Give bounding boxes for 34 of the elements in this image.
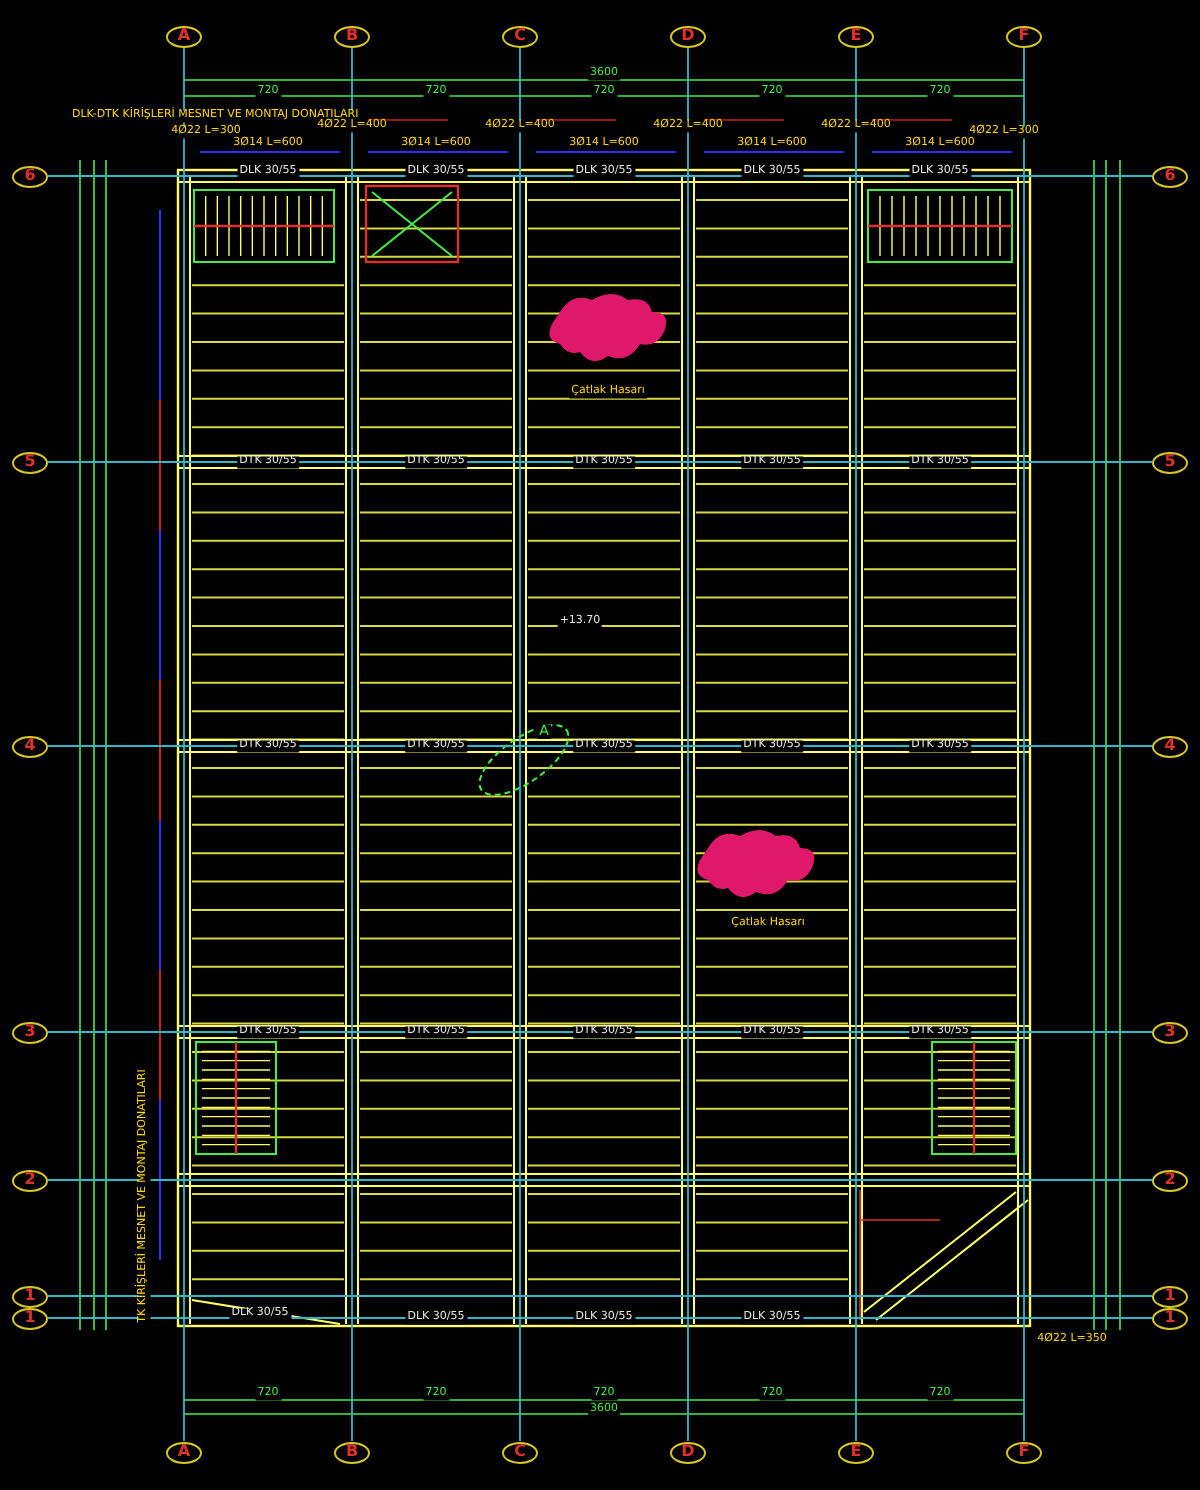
- grid-bubble: F: [1006, 25, 1042, 47]
- grid-bubble: E: [838, 1441, 874, 1463]
- grid-bubble: B: [334, 25, 370, 47]
- grid-bubble: 4: [1152, 735, 1188, 757]
- grid-bubble: A: [166, 1441, 202, 1463]
- grid-line: [47, 1179, 1153, 1181]
- grid-bubble: 6: [12, 165, 48, 187]
- grid-bubble: A: [166, 25, 202, 47]
- grid-bubble: 1: [1152, 1307, 1188, 1329]
- grid-bubble: C: [502, 25, 538, 47]
- grid-bubble: D: [670, 1441, 706, 1463]
- grid-line: [1023, 46, 1025, 1442]
- grid-bubble: 3: [1152, 1021, 1188, 1043]
- grid-bubble: 5: [1152, 451, 1188, 473]
- grid-line: [855, 46, 857, 1442]
- grid-bubble: 6: [1152, 165, 1188, 187]
- grid-bubble: 2: [12, 1169, 48, 1191]
- grid-bubble: C: [502, 1441, 538, 1463]
- grid-bubble: 3: [12, 1021, 48, 1043]
- grid-bubble: F: [1006, 1441, 1042, 1463]
- grid-line: [687, 46, 689, 1442]
- grid-bubble: 5: [12, 451, 48, 473]
- grid-bubble: D: [670, 25, 706, 47]
- grid-bubble: 2: [1152, 1169, 1188, 1191]
- grid-line: [183, 46, 185, 1442]
- grid-bubble: 1: [12, 1285, 48, 1307]
- grid-bubble: E: [838, 25, 874, 47]
- grid-line: [519, 46, 521, 1442]
- grid-line: [351, 46, 353, 1442]
- grid-bubble: 1: [1152, 1285, 1188, 1307]
- grid-bubble: 1: [12, 1307, 48, 1329]
- grid-bubble: B: [334, 1441, 370, 1463]
- grid-line: [47, 1295, 1153, 1297]
- grid-bubble: 4: [12, 735, 48, 757]
